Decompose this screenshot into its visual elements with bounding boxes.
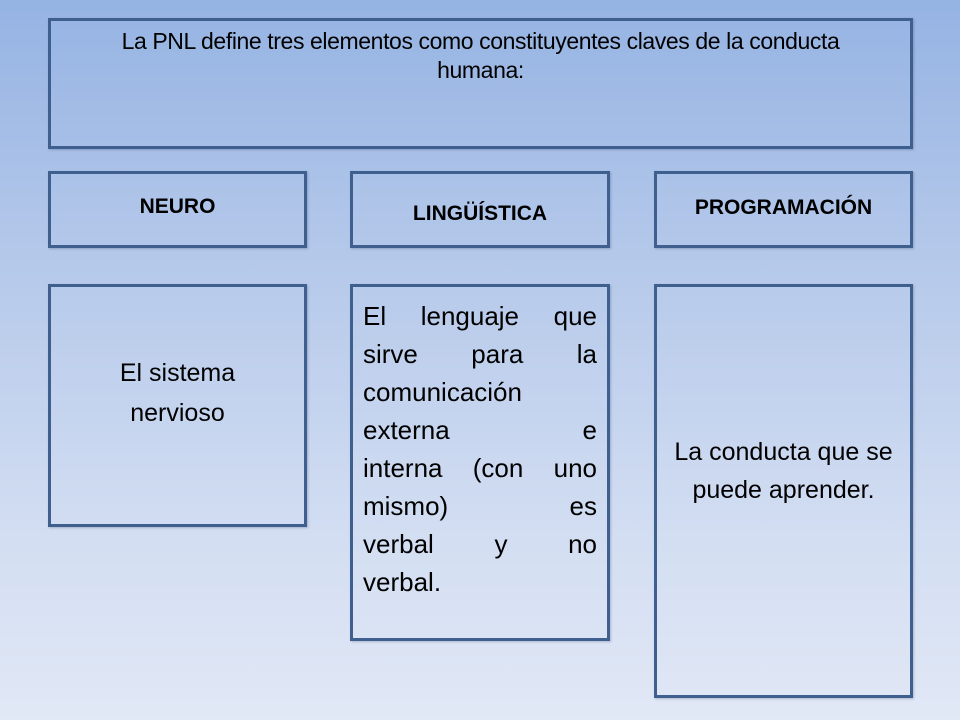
content-programacion-text: La conducta que se puede aprender. [674,438,893,504]
header-neuro: NEURO [48,171,307,248]
header-programacion-label: PROGRAMACIÓN [694,195,873,219]
header-linguistica: LINGÜÍSTICA [350,171,610,248]
content-linguistica-line: sirve para la [363,339,597,369]
content-neuro: El sistema nervioso [48,284,307,527]
content-linguistica-line: verbal. [363,567,442,597]
content-linguistica-line: verbal y no [363,529,597,559]
header-programacion: PROGRAMACIÓN [654,171,913,248]
content-linguistica-line: mismo) es [363,491,597,521]
content-linguistica-line: externa e [363,415,597,445]
content-linguistica-line: comunicación [363,377,522,407]
slide-title: La PNL define tres elementos como consti… [121,28,840,83]
content-programacion: La conducta que se puede aprender. [654,284,913,698]
content-linguistica: El lenguaje que sirve para la comunicaci… [350,284,610,641]
content-neuro-text: El sistema nervioso [119,358,236,427]
slide-title-box: La PNL define tres elementos como consti… [48,18,913,149]
content-linguistica-line: interna (con uno [363,453,597,483]
content-linguistica-line: El lenguaje que [363,301,597,331]
header-neuro-label: NEURO [139,194,216,218]
header-linguistica-label: LINGÜÍSTICA [412,201,548,225]
